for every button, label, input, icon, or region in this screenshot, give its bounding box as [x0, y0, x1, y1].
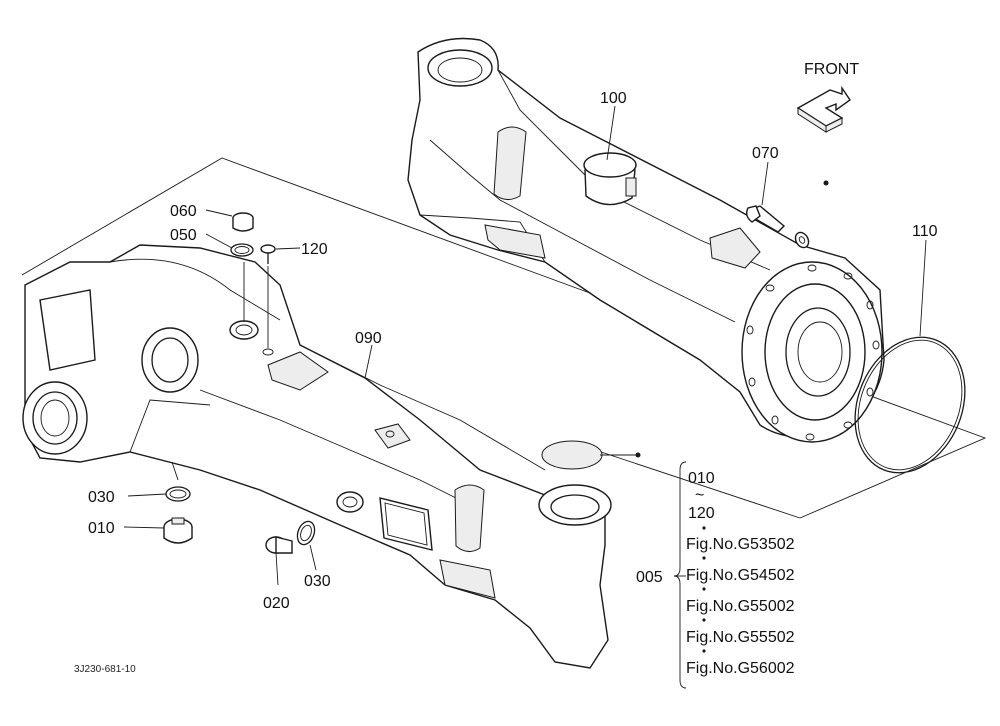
axle-housing-100 — [407, 37, 885, 443]
drawing-code: 3J230-681-10 — [74, 664, 136, 675]
range-start: 010 — [688, 470, 715, 487]
plug-060 — [232, 212, 254, 232]
front-label: FRONT — [804, 61, 859, 78]
ring-050 — [230, 243, 254, 257]
label-070: 070 — [752, 145, 779, 162]
label-100: 100 — [600, 90, 627, 107]
plug-020 — [265, 536, 293, 554]
bolt-070 — [745, 180, 829, 249]
label-020: 020 — [263, 595, 290, 612]
figure-no-2: Fig.No.G54502 — [686, 567, 795, 584]
label-110: 110 — [912, 223, 938, 240]
ring-030-left — [165, 486, 191, 502]
label-060: 060 — [170, 203, 197, 220]
label-005: 005 — [636, 569, 663, 586]
flange-bolt-holes — [746, 264, 880, 441]
figure-range-group: 010 ~ 120 Fig.No.G53502 Fig.No.G54502 Fi… — [673, 461, 795, 689]
axle-housing-090 — [22, 244, 612, 669]
label-030-left: 030 — [88, 489, 115, 506]
figure-no-5: Fig.No.G56002 — [686, 660, 795, 677]
front-direction-arrow-icon — [796, 85, 851, 133]
screw-120 — [260, 244, 276, 264]
range-end: 120 — [688, 505, 715, 522]
label-120: 120 — [301, 241, 328, 258]
label-010: 010 — [88, 520, 115, 537]
ring-030-right — [296, 520, 316, 546]
leader-lines — [123, 105, 927, 586]
plug-010 — [163, 517, 193, 544]
range-tilde: ~ — [695, 487, 704, 504]
o-ring-110 — [854, 336, 966, 474]
cover-disc — [541, 440, 641, 470]
figure-no-3: Fig.No.G55002 — [686, 598, 795, 615]
label-050: 050 — [170, 227, 197, 244]
figure-no-4: Fig.No.G55502 — [686, 629, 795, 646]
label-030-right: 030 — [304, 573, 331, 590]
figure-no-1: Fig.No.G53502 — [686, 536, 795, 553]
label-090: 090 — [355, 330, 382, 347]
